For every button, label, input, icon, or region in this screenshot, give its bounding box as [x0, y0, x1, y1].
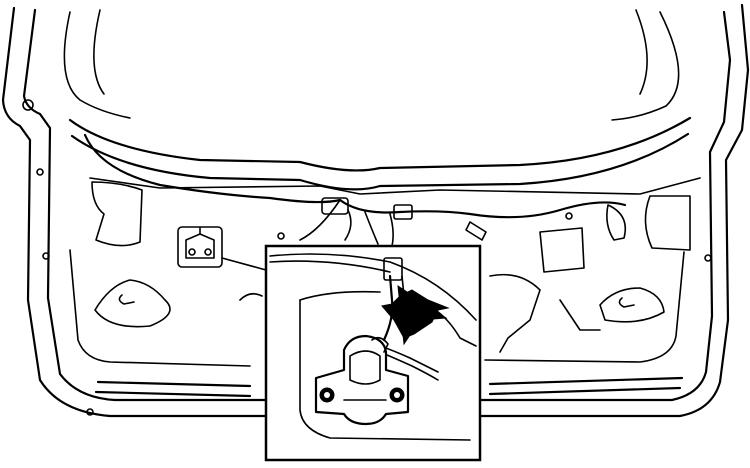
service-openings: [36, 168, 712, 416]
latch-location-marker: [177, 226, 267, 271]
detail-inset: [264, 244, 482, 462]
latch-assembly: [314, 334, 410, 426]
harness-connector: [393, 204, 413, 220]
tailgate-outer-frame: [1, 3, 750, 418]
left-bumper-recess: [94, 279, 171, 328]
lock-actuator-rod-end: [383, 257, 403, 281]
harness-connector: [321, 197, 349, 215]
wire-harness: [83, 133, 627, 247]
window-opening-edge: [68, 116, 701, 195]
lower-panel-contours: [69, 249, 685, 398]
harness-connector-right: [606, 204, 627, 241]
right-bumper-recess: [599, 287, 665, 323]
callout-leader-line: [221, 257, 267, 271]
harness-clip: [465, 221, 487, 241]
direction-arrow-head: [397, 284, 448, 346]
